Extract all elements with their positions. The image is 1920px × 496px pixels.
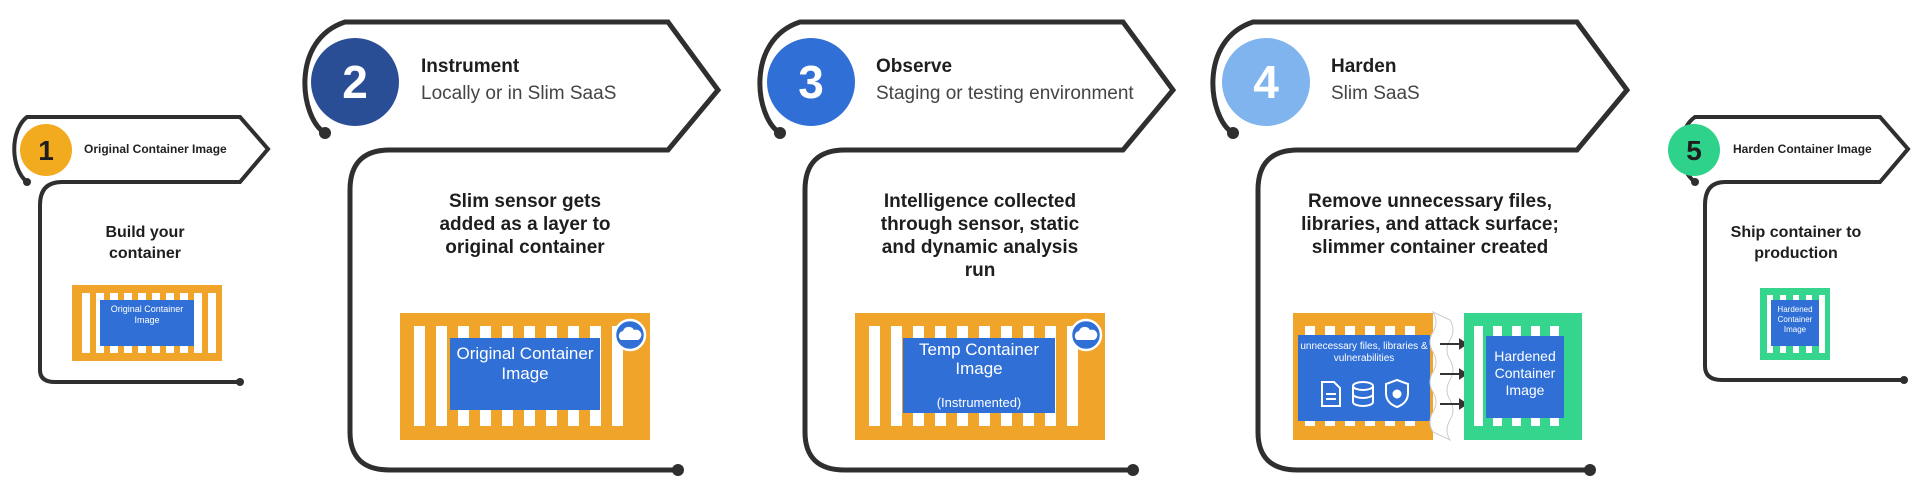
- step-3-slim-badge-icon: [1069, 318, 1103, 352]
- step-5-number: 5: [1686, 135, 1702, 166]
- step-1-tab-outline: [12, 115, 271, 384]
- step-3-number: 3: [798, 56, 824, 108]
- step-1-container-label: Original Container Image: [110, 304, 184, 325]
- step-4-number: 4: [1253, 56, 1279, 108]
- step-3-subtitle: Staging or testing environment: [876, 83, 1134, 104]
- step-2-container: [400, 313, 650, 440]
- step-2-description: Slim sensor gets added as a layer to ori…: [439, 191, 611, 258]
- step-3-tab-outline: [757, 19, 1177, 473]
- step-1-description: Build your container: [105, 224, 185, 262]
- step-4-number-badge: [1222, 38, 1310, 126]
- step-4-subtitle: Slim SaaS: [1331, 83, 1420, 104]
- step-3-container: [855, 313, 1105, 440]
- step-1-number-badge: [20, 124, 72, 176]
- step-1-container: [72, 285, 222, 361]
- step-3: 3: [757, 19, 1177, 476]
- step-3-end-dot: [1127, 464, 1139, 476]
- shield-bug-icon: [1385, 378, 1409, 409]
- step-4-container: [1464, 313, 1582, 440]
- step-4-title: Harden: [1331, 56, 1397, 77]
- step-5-description: Ship container to production: [1730, 224, 1862, 262]
- step-3-container-label: Temp Container Image: [918, 340, 1039, 378]
- step-3-number-badge: [767, 38, 855, 126]
- database-icon: [1352, 381, 1374, 407]
- step-4-removed-label: unnecessary files, libraries & vulnerabi…: [1300, 341, 1428, 364]
- step-1-number: 1: [38, 135, 54, 166]
- step-2-tab-end-dot: [319, 127, 331, 139]
- step-4-removed-layers: [1293, 313, 1433, 440]
- step-5-title: Harden Container Image: [1733, 142, 1872, 156]
- step-5: 5: [1668, 115, 1911, 384]
- step-4-end-dot: [1584, 464, 1596, 476]
- step-3-title: Observe: [876, 56, 953, 77]
- step-5-tab-end-dot: [1691, 178, 1699, 186]
- torn-edge: [1429, 310, 1454, 442]
- step-2-end-dot: [672, 464, 684, 476]
- step-4-description: Remove unnecessary files, libraries, and…: [1301, 191, 1559, 258]
- step-2-subtitle: Locally or in Slim SaaS: [421, 83, 617, 104]
- step-1-title: Original Container Image: [84, 142, 227, 156]
- step-3-description: Intelligence collected through sensor, s…: [880, 191, 1080, 281]
- step-1-end-dot: [236, 378, 244, 386]
- step-4-tab-outline: [1210, 19, 1631, 473]
- file-icon: [1321, 381, 1341, 407]
- step-5-end-dot: [1900, 376, 1908, 384]
- step-5-container: [1760, 288, 1830, 360]
- step-2-title: Instrument: [421, 56, 520, 77]
- step-4-container-label: Hardened Container Image: [1494, 348, 1556, 398]
- step-3-tab-end-dot: [774, 127, 786, 139]
- step-1: 1: [12, 115, 271, 386]
- step-4-tab-end-dot: [1227, 127, 1239, 139]
- step-2-number: 2: [342, 56, 368, 108]
- step-4: 4: [1210, 19, 1631, 476]
- step-1-tab-end-dot: [23, 178, 31, 186]
- step-2-container-label: Original Container Image: [456, 344, 594, 383]
- step-2-number-badge: [311, 38, 399, 126]
- step-5-container-label: Hardened Container Image: [1777, 305, 1813, 334]
- step-2-tab-outline: [302, 19, 722, 473]
- removal-arrows: [1440, 338, 1468, 410]
- step-3-container-sublabel: (Instrumented): [936, 395, 1022, 410]
- step-2-slim-badge-icon: [613, 318, 647, 352]
- step-2: 2: [302, 19, 722, 476]
- step-5-number-badge: [1668, 124, 1720, 176]
